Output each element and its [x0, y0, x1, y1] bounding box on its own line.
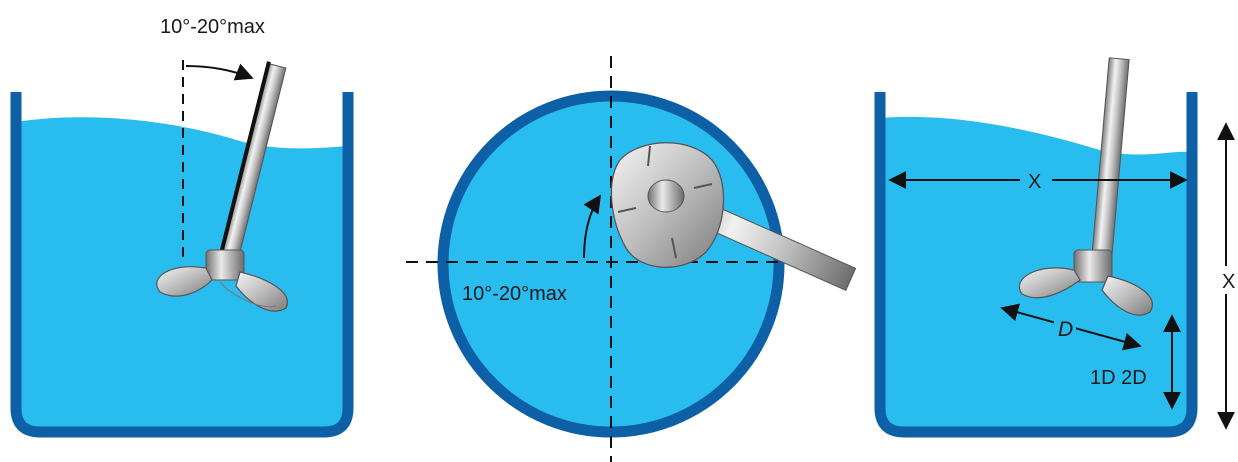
right-tank-wall: [874, 92, 1198, 438]
right-height-label: X: [1222, 271, 1235, 293]
center-angle-arc-arrow: [583, 194, 601, 259]
left-tank-wall: [10, 92, 354, 438]
right-width-label: X: [1028, 171, 1041, 193]
center-angle-label: 10°-20°max: [462, 283, 567, 305]
left-tilted-shaft: [218, 61, 287, 263]
left-angle-label: 10°-20°max: [160, 16, 265, 38]
right-diameter-label: D: [1058, 318, 1073, 341]
center-propeller-top-view: [610, 142, 725, 268]
center-top-view-panel: 10°-20°max: [406, 56, 857, 462]
left-propeller: [156, 249, 288, 312]
left-angle-arc-arrow: [185, 63, 254, 81]
right-clearance-label: 1D 2D: [1090, 367, 1147, 389]
right-tank-panel: X X D 1D 2D: [874, 57, 1238, 438]
left-tank-panel: 10°-20°max: [10, 16, 354, 438]
